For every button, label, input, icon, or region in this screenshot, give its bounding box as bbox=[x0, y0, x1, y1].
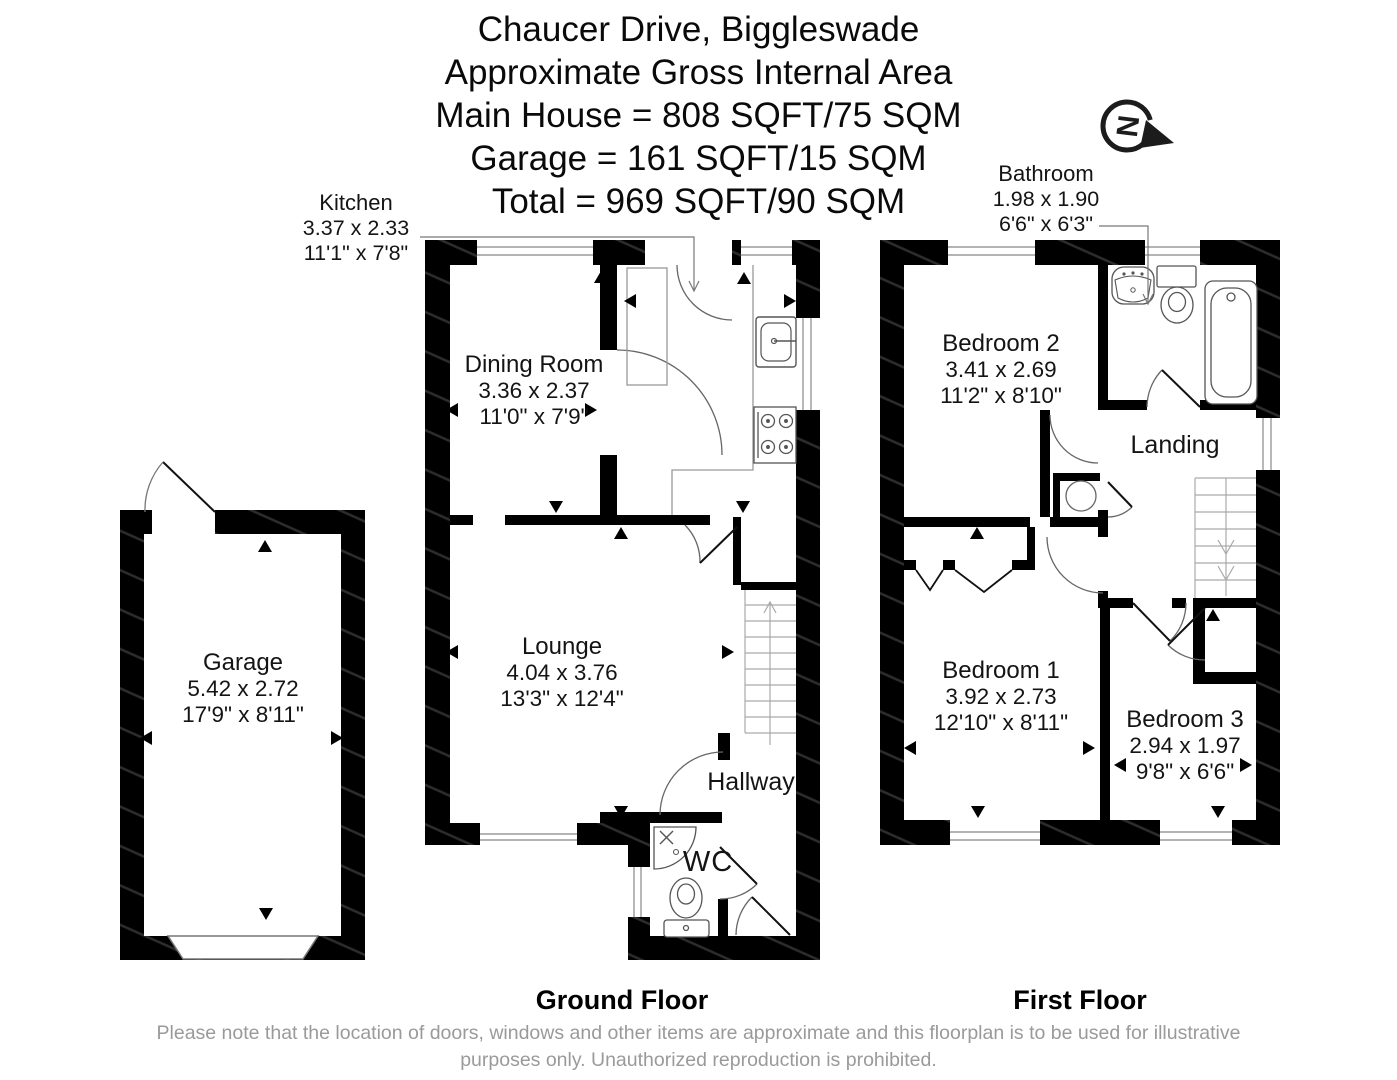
first-floor-exterior-walls bbox=[880, 240, 1280, 845]
room-dim-metric: 5.42 x 2.72 bbox=[187, 676, 299, 701]
room-name: Bedroom 2 bbox=[942, 330, 1060, 357]
wc-toilet-icon bbox=[663, 877, 710, 938]
room-name: Bedroom 3 bbox=[1126, 706, 1244, 733]
room-dim-metric: 3.36 x 2.37 bbox=[478, 378, 590, 403]
room-dim-imperial: 9'8" x 6'6" bbox=[1135, 759, 1235, 784]
room-label-landing: Landing bbox=[1131, 432, 1220, 459]
first-floor-door-arcs bbox=[1046, 369, 1206, 661]
room-dim-metric: 3.37 x 2.33 bbox=[302, 216, 410, 240]
disclaimer-line-1: Please note that the location of doors, … bbox=[156, 1022, 1241, 1044]
kitchen-sink-icon bbox=[755, 316, 797, 368]
room-label-bathroom: Bathroom 1.98 x 1.90 6'6" x 6'3" bbox=[993, 161, 1099, 237]
first-dimension-markers bbox=[904, 527, 1252, 818]
room-dim-metric: 4.04 x 3.76 bbox=[506, 660, 618, 685]
wc-basin-icon bbox=[653, 826, 697, 870]
disclaimer: Please note that the location of doors, … bbox=[0, 1020, 1397, 1074]
room-label-hallway: Hallway bbox=[707, 769, 795, 796]
room-dim-imperial: 11'1" x 7'8" bbox=[303, 241, 409, 265]
room-name: Dining Room bbox=[464, 351, 604, 378]
room-label-garage: Garage 5.42 x 2.72 17'9" x 8'11" bbox=[182, 649, 304, 728]
room-name: Bathroom bbox=[998, 161, 1094, 186]
first-floor-windows bbox=[948, 240, 1280, 845]
bathtub-icon bbox=[1204, 280, 1258, 405]
room-label-kitchen: Kitchen 3.37 x 2.33 11'1" x 7'8" bbox=[303, 190, 409, 266]
stairs-ground-icon bbox=[744, 590, 796, 745]
kitchen-leader-line bbox=[420, 236, 700, 293]
disclaimer-line-2: purposes only. Unauthorized reproduction… bbox=[460, 1049, 937, 1071]
room-dim-metric: 3.41 x 2.69 bbox=[945, 357, 1057, 382]
room-label-lounge: Lounge 4.04 x 3.76 13'3" x 12'4" bbox=[500, 633, 623, 712]
title-subtitle: Approximate Gross Internal Area bbox=[444, 53, 953, 92]
room-dim-imperial: 6'6" x 6'3" bbox=[998, 212, 1093, 236]
room-dim-metric: 1.98 x 1.90 bbox=[992, 187, 1100, 211]
room-dim-imperial: 12'10" x 8'11" bbox=[933, 710, 1069, 735]
kitchen-counter bbox=[626, 265, 754, 515]
ground-floor-windows bbox=[477, 240, 820, 917]
first-floor-interior-walls bbox=[904, 265, 1256, 820]
room-label-bedroom-3: Bedroom 3 2.94 x 1.97 9'8" x 6'6" bbox=[1126, 706, 1243, 785]
stove-icon bbox=[753, 406, 797, 464]
wardrobe-doors bbox=[915, 569, 1013, 594]
garage-door-icon bbox=[144, 461, 320, 960]
caption-ground-floor: Ground Floor bbox=[535, 985, 709, 1015]
ground-floor-door-leaves bbox=[699, 526, 791, 936]
bathroom-leader-line bbox=[1099, 225, 1154, 306]
room-name: Lounge bbox=[521, 633, 603, 660]
room-label-wc: WC bbox=[682, 846, 734, 878]
room-name: Hallway bbox=[707, 768, 795, 796]
room-dim-imperial: 11'2" x 8'10" bbox=[940, 383, 1062, 408]
room-label-dining-room: Dining Room 3.36 x 2.37 11'0" x 7'9" bbox=[465, 351, 604, 430]
title-garage-area: Garage = 161 SQFT/15 SQM bbox=[470, 139, 927, 178]
room-dim-imperial: 13'3" x 12'4" bbox=[500, 686, 624, 711]
room-dim-imperial: 17'9" x 8'11" bbox=[182, 702, 304, 727]
first-floor-door-leaves bbox=[1107, 369, 1206, 646]
ground-floor-interior-walls bbox=[450, 265, 796, 936]
room-name: Kitchen bbox=[319, 190, 393, 215]
compass-north-letter: N bbox=[1109, 113, 1144, 139]
ground-dimension-markers bbox=[140, 271, 796, 920]
ground-floor-door-arcs bbox=[616, 264, 758, 936]
room-dim-metric: 2.94 x 1.97 bbox=[1129, 733, 1241, 758]
title-address: Chaucer Drive, Biggleswade bbox=[477, 10, 920, 49]
room-name: WC bbox=[682, 846, 734, 878]
title-main-house-area: Main House = 808 SQFT/75 SQM bbox=[435, 96, 962, 135]
caption-first-floor: First Floor bbox=[1013, 985, 1147, 1015]
north-compass-icon: N bbox=[1100, 99, 1174, 153]
room-label-bedroom-1: Bedroom 1 3.92 x 2.73 12'10" x 8'11" bbox=[934, 657, 1068, 736]
room-name: Bedroom 1 bbox=[942, 657, 1060, 684]
room-dim-metric: 3.92 x 2.73 bbox=[945, 684, 1057, 709]
stairs-first-icon bbox=[1194, 477, 1256, 598]
title-total-area: Total = 969 SQFT/90 SQM bbox=[491, 182, 906, 221]
title-block: Chaucer Drive, Biggleswade Approximate G… bbox=[0, 8, 1397, 223]
ground-floor-exterior-walls bbox=[425, 240, 820, 960]
room-name: Garage bbox=[202, 649, 284, 676]
garage-walls bbox=[120, 510, 365, 960]
airing-cupboard-tank-icon bbox=[1065, 480, 1097, 512]
room-dim-imperial: 11'0" x 7'9" bbox=[479, 404, 589, 429]
room-name: Landing bbox=[1130, 431, 1220, 459]
toilet-icon bbox=[1156, 265, 1197, 324]
room-label-bedroom-2: Bedroom 2 3.41 x 2.69 11'2" x 8'10" bbox=[940, 330, 1062, 409]
